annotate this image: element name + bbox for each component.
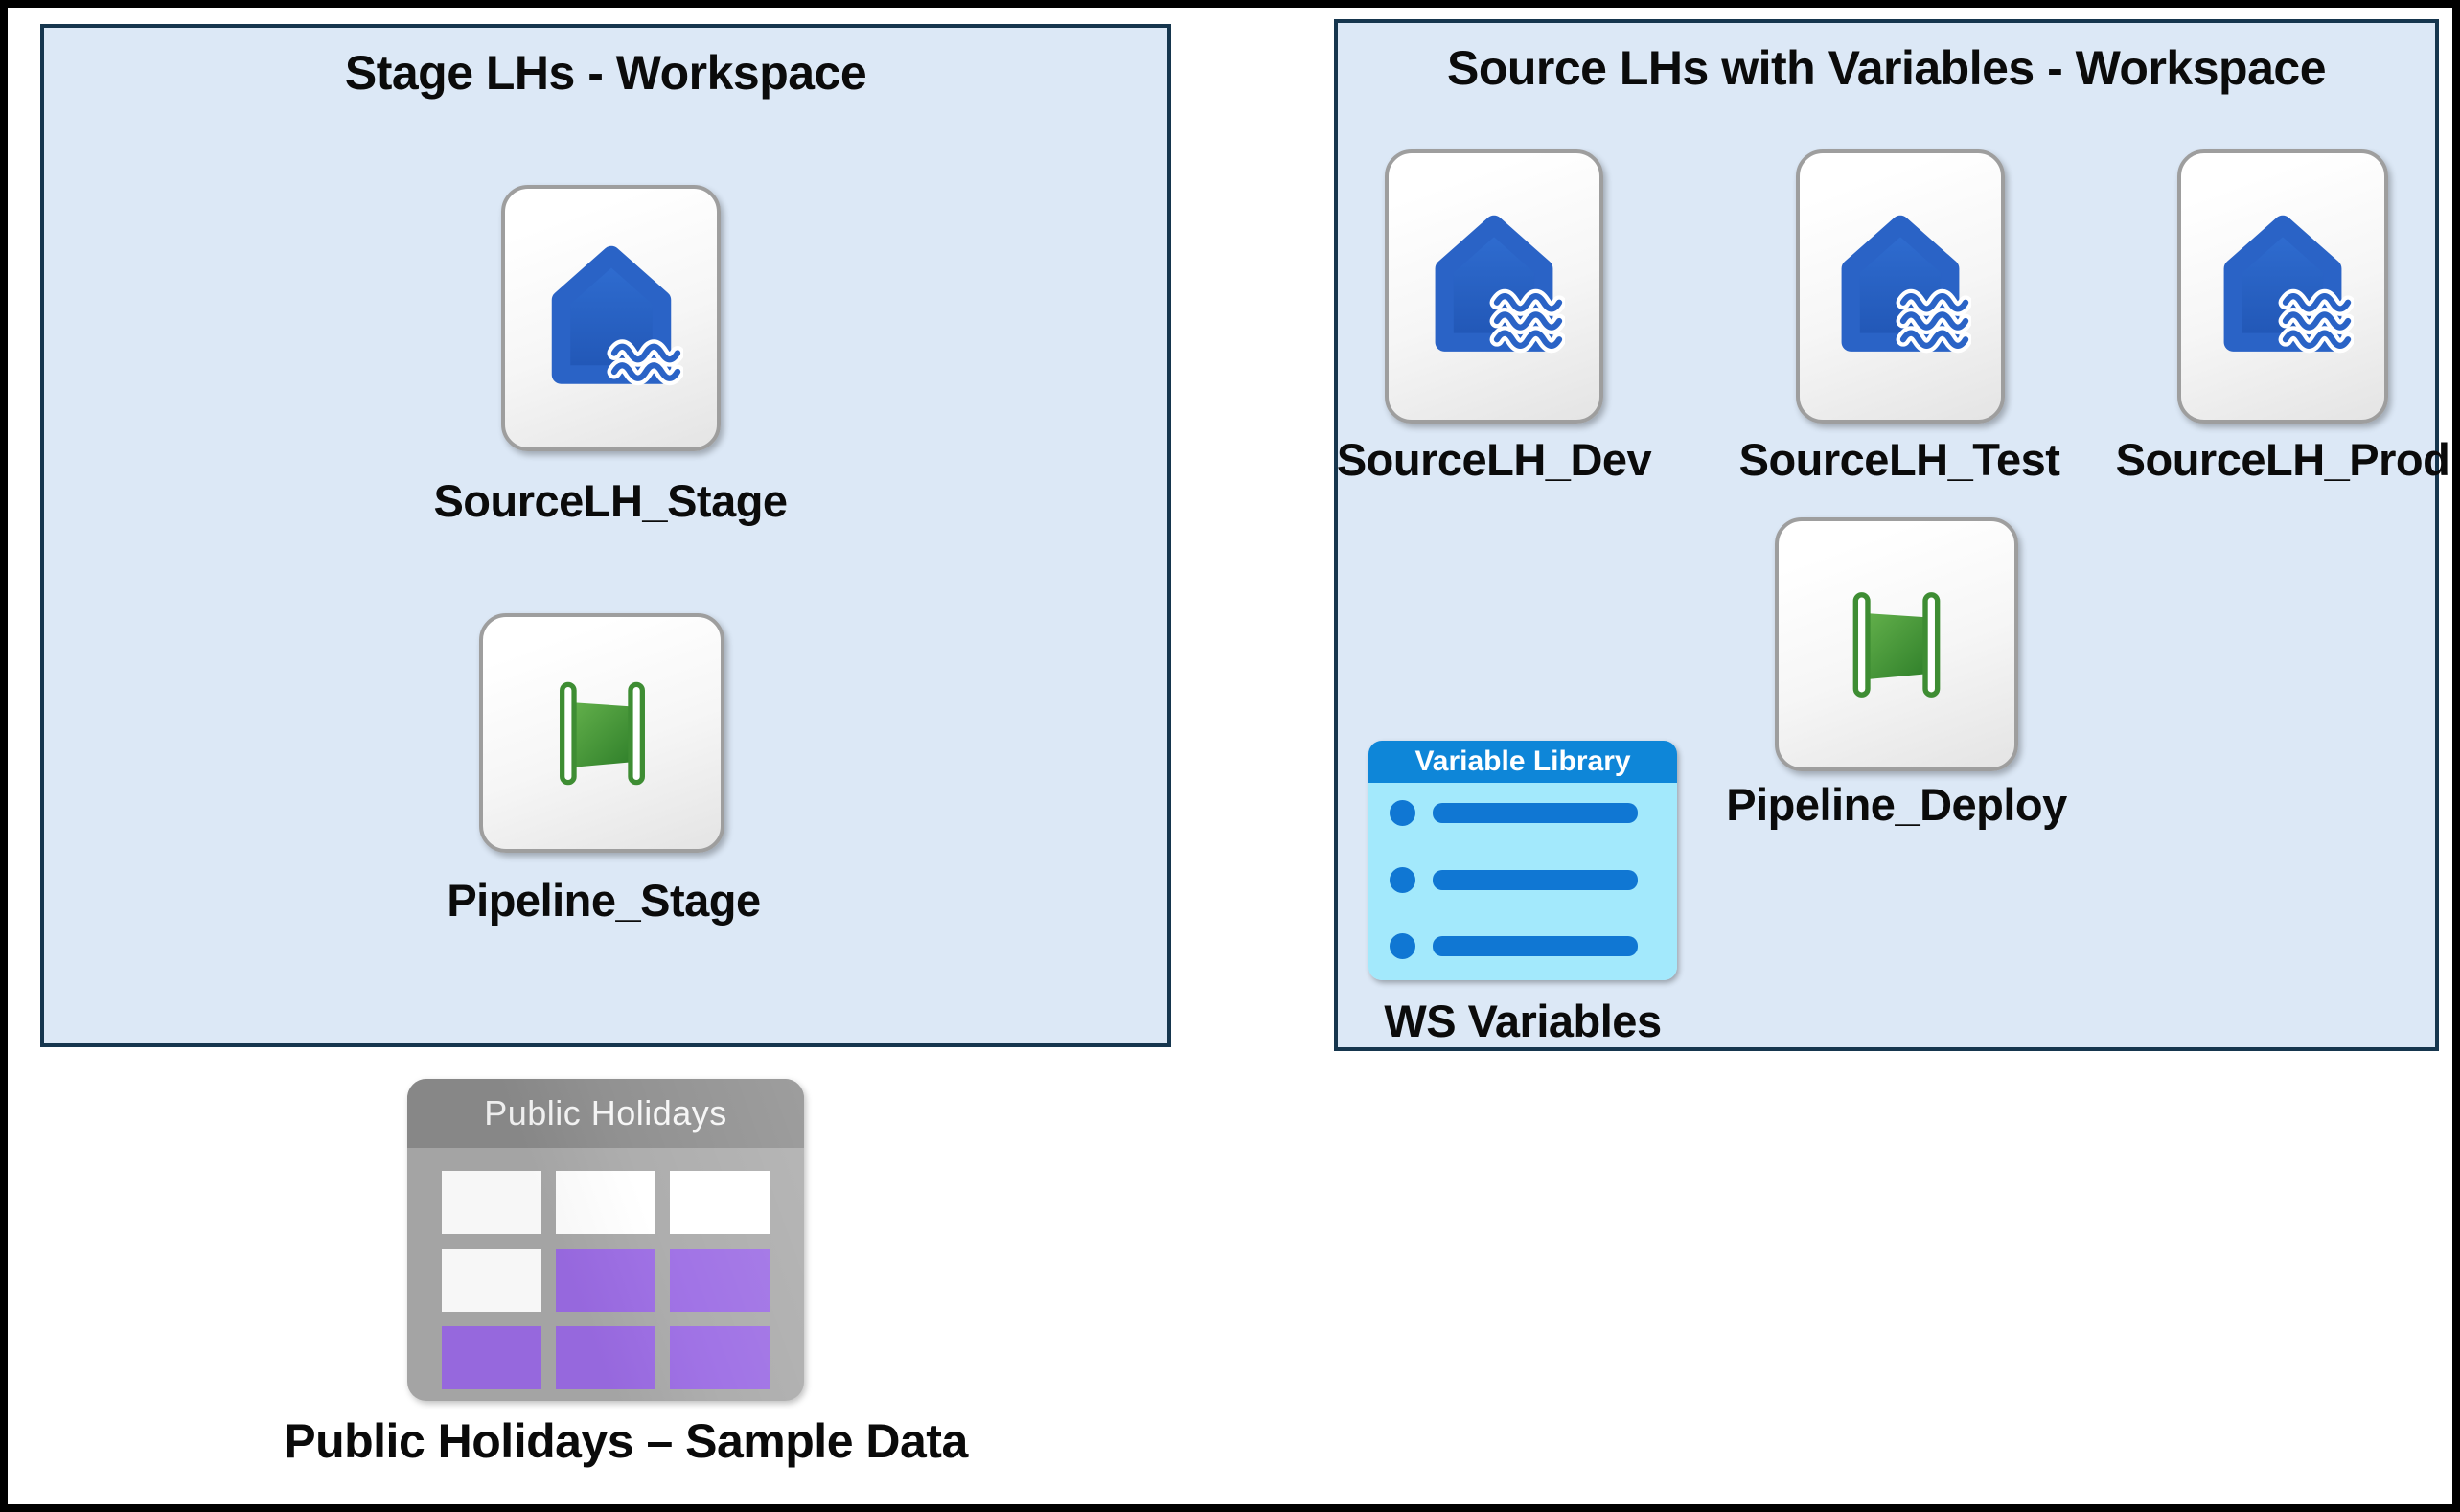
item-label: SourceLH_Stage <box>433 475 788 526</box>
lakehouse-card-sourcelh-dev <box>1385 149 1603 424</box>
lakehouse-card-sourcelh-prod <box>2177 149 2388 424</box>
item-label: Pipeline_Deploy <box>1726 779 2067 830</box>
lakehouse-icon <box>1829 209 1971 365</box>
table-cell <box>442 1171 541 1234</box>
table-cell <box>556 1326 655 1389</box>
table-caption: Public Holidays – Sample Data <box>284 1414 968 1468</box>
table-cell <box>670 1171 770 1234</box>
variable-row <box>1390 866 1656 893</box>
bullet-icon <box>1390 800 1415 826</box>
workspace-title: Stage LHs - Workspace <box>344 46 867 100</box>
variable-bar <box>1433 869 1638 890</box>
variable-library-body <box>1368 783 1677 980</box>
variable-bar <box>1433 936 1638 956</box>
item-label: SourceLH_Test <box>1738 434 2060 485</box>
workspace-title: Source LHs with Variables - Workspace <box>1446 41 2327 95</box>
table-cell <box>442 1326 541 1389</box>
lakehouse-icon <box>540 240 683 398</box>
table-cell <box>556 1249 655 1312</box>
item-label: WS Variables <box>1384 996 1662 1046</box>
table-cell <box>670 1249 770 1312</box>
table-grid <box>407 1148 804 1401</box>
lakehouse-icon <box>2212 209 2354 365</box>
variable-library-icon: Variable Library <box>1368 741 1677 980</box>
variable-bar <box>1433 803 1638 823</box>
item-label: SourceLH_Prod <box>2115 434 2450 485</box>
variable-row <box>1390 933 1656 959</box>
pipeline-icon <box>1821 569 1972 721</box>
table-cell <box>670 1326 770 1389</box>
table-header: Public Holidays <box>407 1079 804 1148</box>
table-icon: Public Holidays <box>407 1079 804 1401</box>
variable-row <box>1390 800 1656 826</box>
item-label: SourceLH_Dev <box>1336 434 1652 485</box>
pipeline-card-pipeline-stage <box>479 613 724 853</box>
lakehouse-icon <box>1423 209 1565 365</box>
table-cell <box>556 1171 655 1234</box>
lakehouse-card-sourcelh-test <box>1796 149 2005 424</box>
pipeline-card-pipeline-deploy <box>1775 517 2018 771</box>
bullet-icon <box>1390 866 1415 893</box>
bullet-icon <box>1390 933 1415 959</box>
variable-library-header: Variable Library <box>1368 741 1677 783</box>
lakehouse-card-sourcelh-stage <box>501 185 721 451</box>
item-label: Pipeline_Stage <box>447 875 761 926</box>
table-cell <box>442 1249 541 1312</box>
pipeline-icon <box>528 659 677 808</box>
